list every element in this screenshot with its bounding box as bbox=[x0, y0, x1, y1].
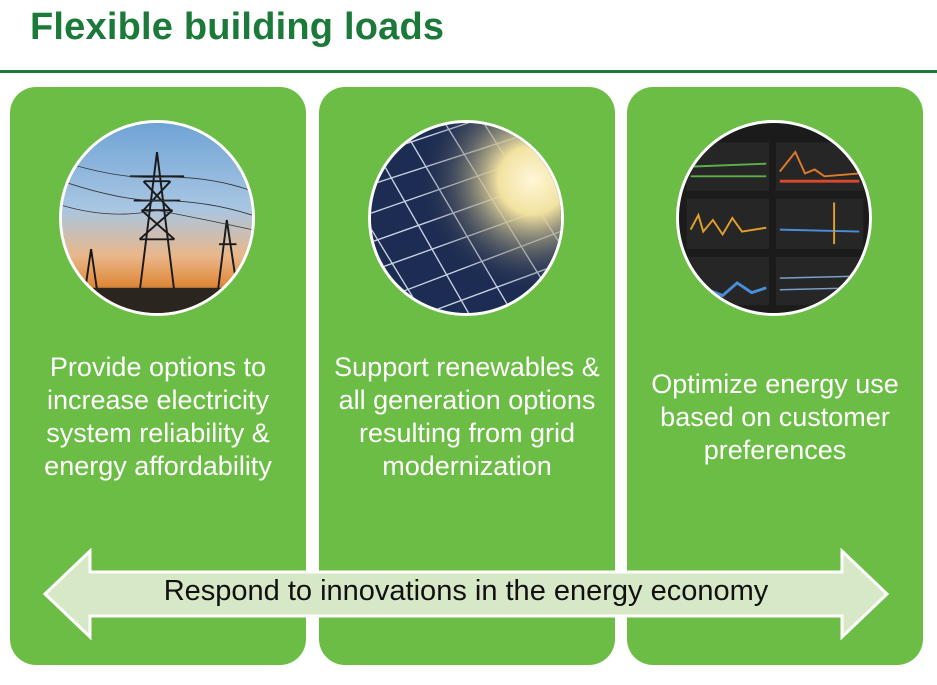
energy-dashboard-icon bbox=[676, 120, 872, 316]
panel-text: Provide options to increase electricity … bbox=[44, 352, 272, 481]
panel-text: Support renewables & all generation opti… bbox=[334, 352, 600, 481]
arrow-label: Respond to innovations in the energy eco… bbox=[163, 575, 769, 607]
page-title: Flexible building loads bbox=[30, 6, 445, 48]
power-lines-sunset-icon bbox=[59, 120, 255, 316]
panel-optimize: Optimize energy use based on customer pr… bbox=[627, 87, 923, 665]
title-divider bbox=[0, 70, 937, 73]
panel-renewables: Support renewables & all generation opti… bbox=[319, 87, 615, 665]
panel-text: Optimize energy use based on customer pr… bbox=[651, 369, 899, 465]
solar-panel-icon bbox=[368, 120, 564, 316]
double-arrow-banner bbox=[42, 548, 890, 640]
panel-reliability: Provide options to increase electricity … bbox=[10, 87, 306, 665]
